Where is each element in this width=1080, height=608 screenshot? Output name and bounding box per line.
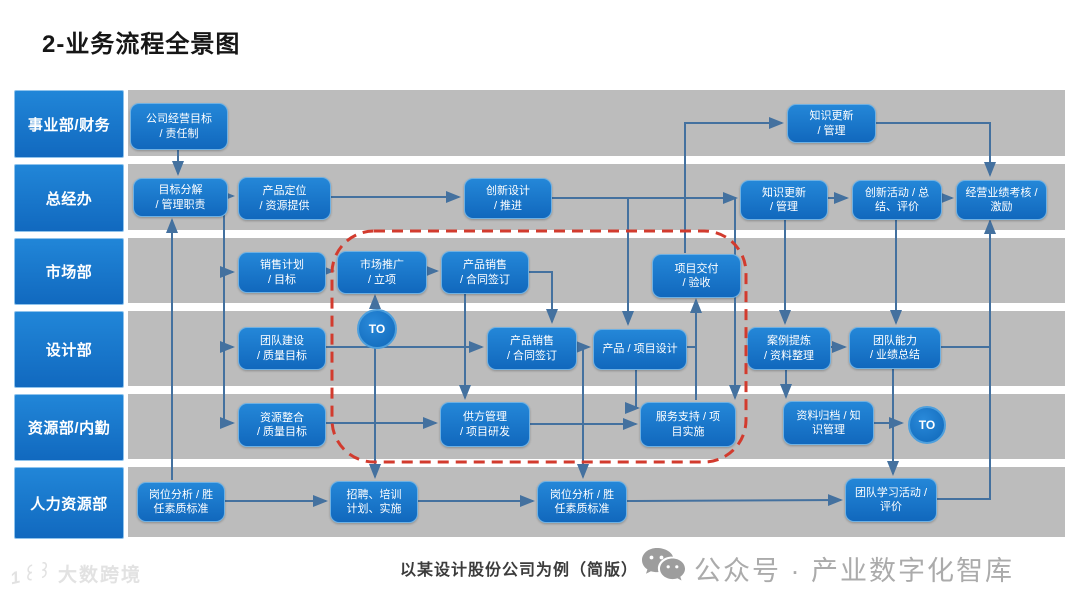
node-resource-integration: 资源整合 / 质量目标 [238, 403, 326, 447]
node-service-support: 服务支持 / 项 目实施 [640, 402, 736, 447]
lane-label-resource: 资源部/内勤 [14, 394, 124, 461]
lane-label-gm: 总经办 [14, 164, 124, 232]
node-team-learning: 团队学习活动 / 评价 [845, 478, 937, 522]
node-knowledge-update-top: 知识更新 / 管理 [787, 104, 876, 143]
lane-label-finance: 事业部/财务 [14, 90, 124, 158]
lane-label-design: 设计部 [14, 311, 124, 388]
node-company-goal: 公司经营目标 / 责任制 [130, 103, 228, 150]
lane-label-hr: 人力资源部 [14, 467, 124, 539]
node-archive-knowledge: 资料归档 / 知 识管理 [783, 401, 874, 445]
node-project-delivery: 项目交付 / 验收 [652, 254, 741, 298]
lane-label-market: 市场部 [14, 238, 124, 305]
node-team-building: 团队建设 / 质量目标 [238, 327, 326, 370]
node-sales-plan: 销售计划 / 目标 [238, 252, 326, 293]
node-job-analysis-1: 岗位分析 / 胜 任素质标准 [137, 482, 225, 522]
node-team-capability: 团队能力 / 业绩总结 [849, 327, 941, 369]
node-product-sales-contract-2: 产品销售 / 合同签订 [487, 327, 577, 370]
watermark-text: 公众号 · 产业数字化智库 [694, 556, 1014, 586]
node-recruit-training: 招聘、培训 计划、实施 [330, 481, 418, 523]
node-case-extraction: 案例提炼 / 资料整理 [747, 327, 831, 370]
brand-logo-text: 大数跨境 [58, 565, 143, 586]
node-knowledge-update: 知识更新 / 管理 [740, 180, 828, 220]
node-innovation-activity: 创新活动 / 总 结、评价 [852, 180, 942, 220]
node-product-sales-contract-1: 产品销售 / 合同签订 [441, 251, 529, 294]
node-product-positioning: 产品定位 / 资源提供 [238, 177, 331, 220]
watermark: 公众号 · 产业数字化智库 [640, 546, 1014, 591]
node-job-analysis-2: 岗位分析 / 胜 任素质标准 [537, 481, 627, 523]
node-performance-appraisal: 经营业绩考核 / 激励 [956, 180, 1047, 220]
to-connector-2: TO [908, 406, 946, 444]
node-product-project-design: 产品 / 项目设计 [593, 329, 687, 370]
brand-logo: 1꒰꒱ 大数跨境 [9, 560, 143, 587]
node-innovation-design: 创新设计 / 推进 [464, 178, 552, 219]
page-title: 2-业务流程全景图 [42, 31, 241, 58]
footer-caption: 以某设计股份公司为例（简版） [400, 562, 639, 579]
node-goal-decompose: 目标分解 / 管理职责 [133, 178, 228, 217]
to-connector-1: TO [357, 309, 397, 349]
node-market-promotion: 市场推广 / 立项 [337, 251, 427, 294]
node-supplier-management: 供方管理 / 项目研发 [440, 402, 530, 447]
wechat-icon [640, 546, 686, 591]
